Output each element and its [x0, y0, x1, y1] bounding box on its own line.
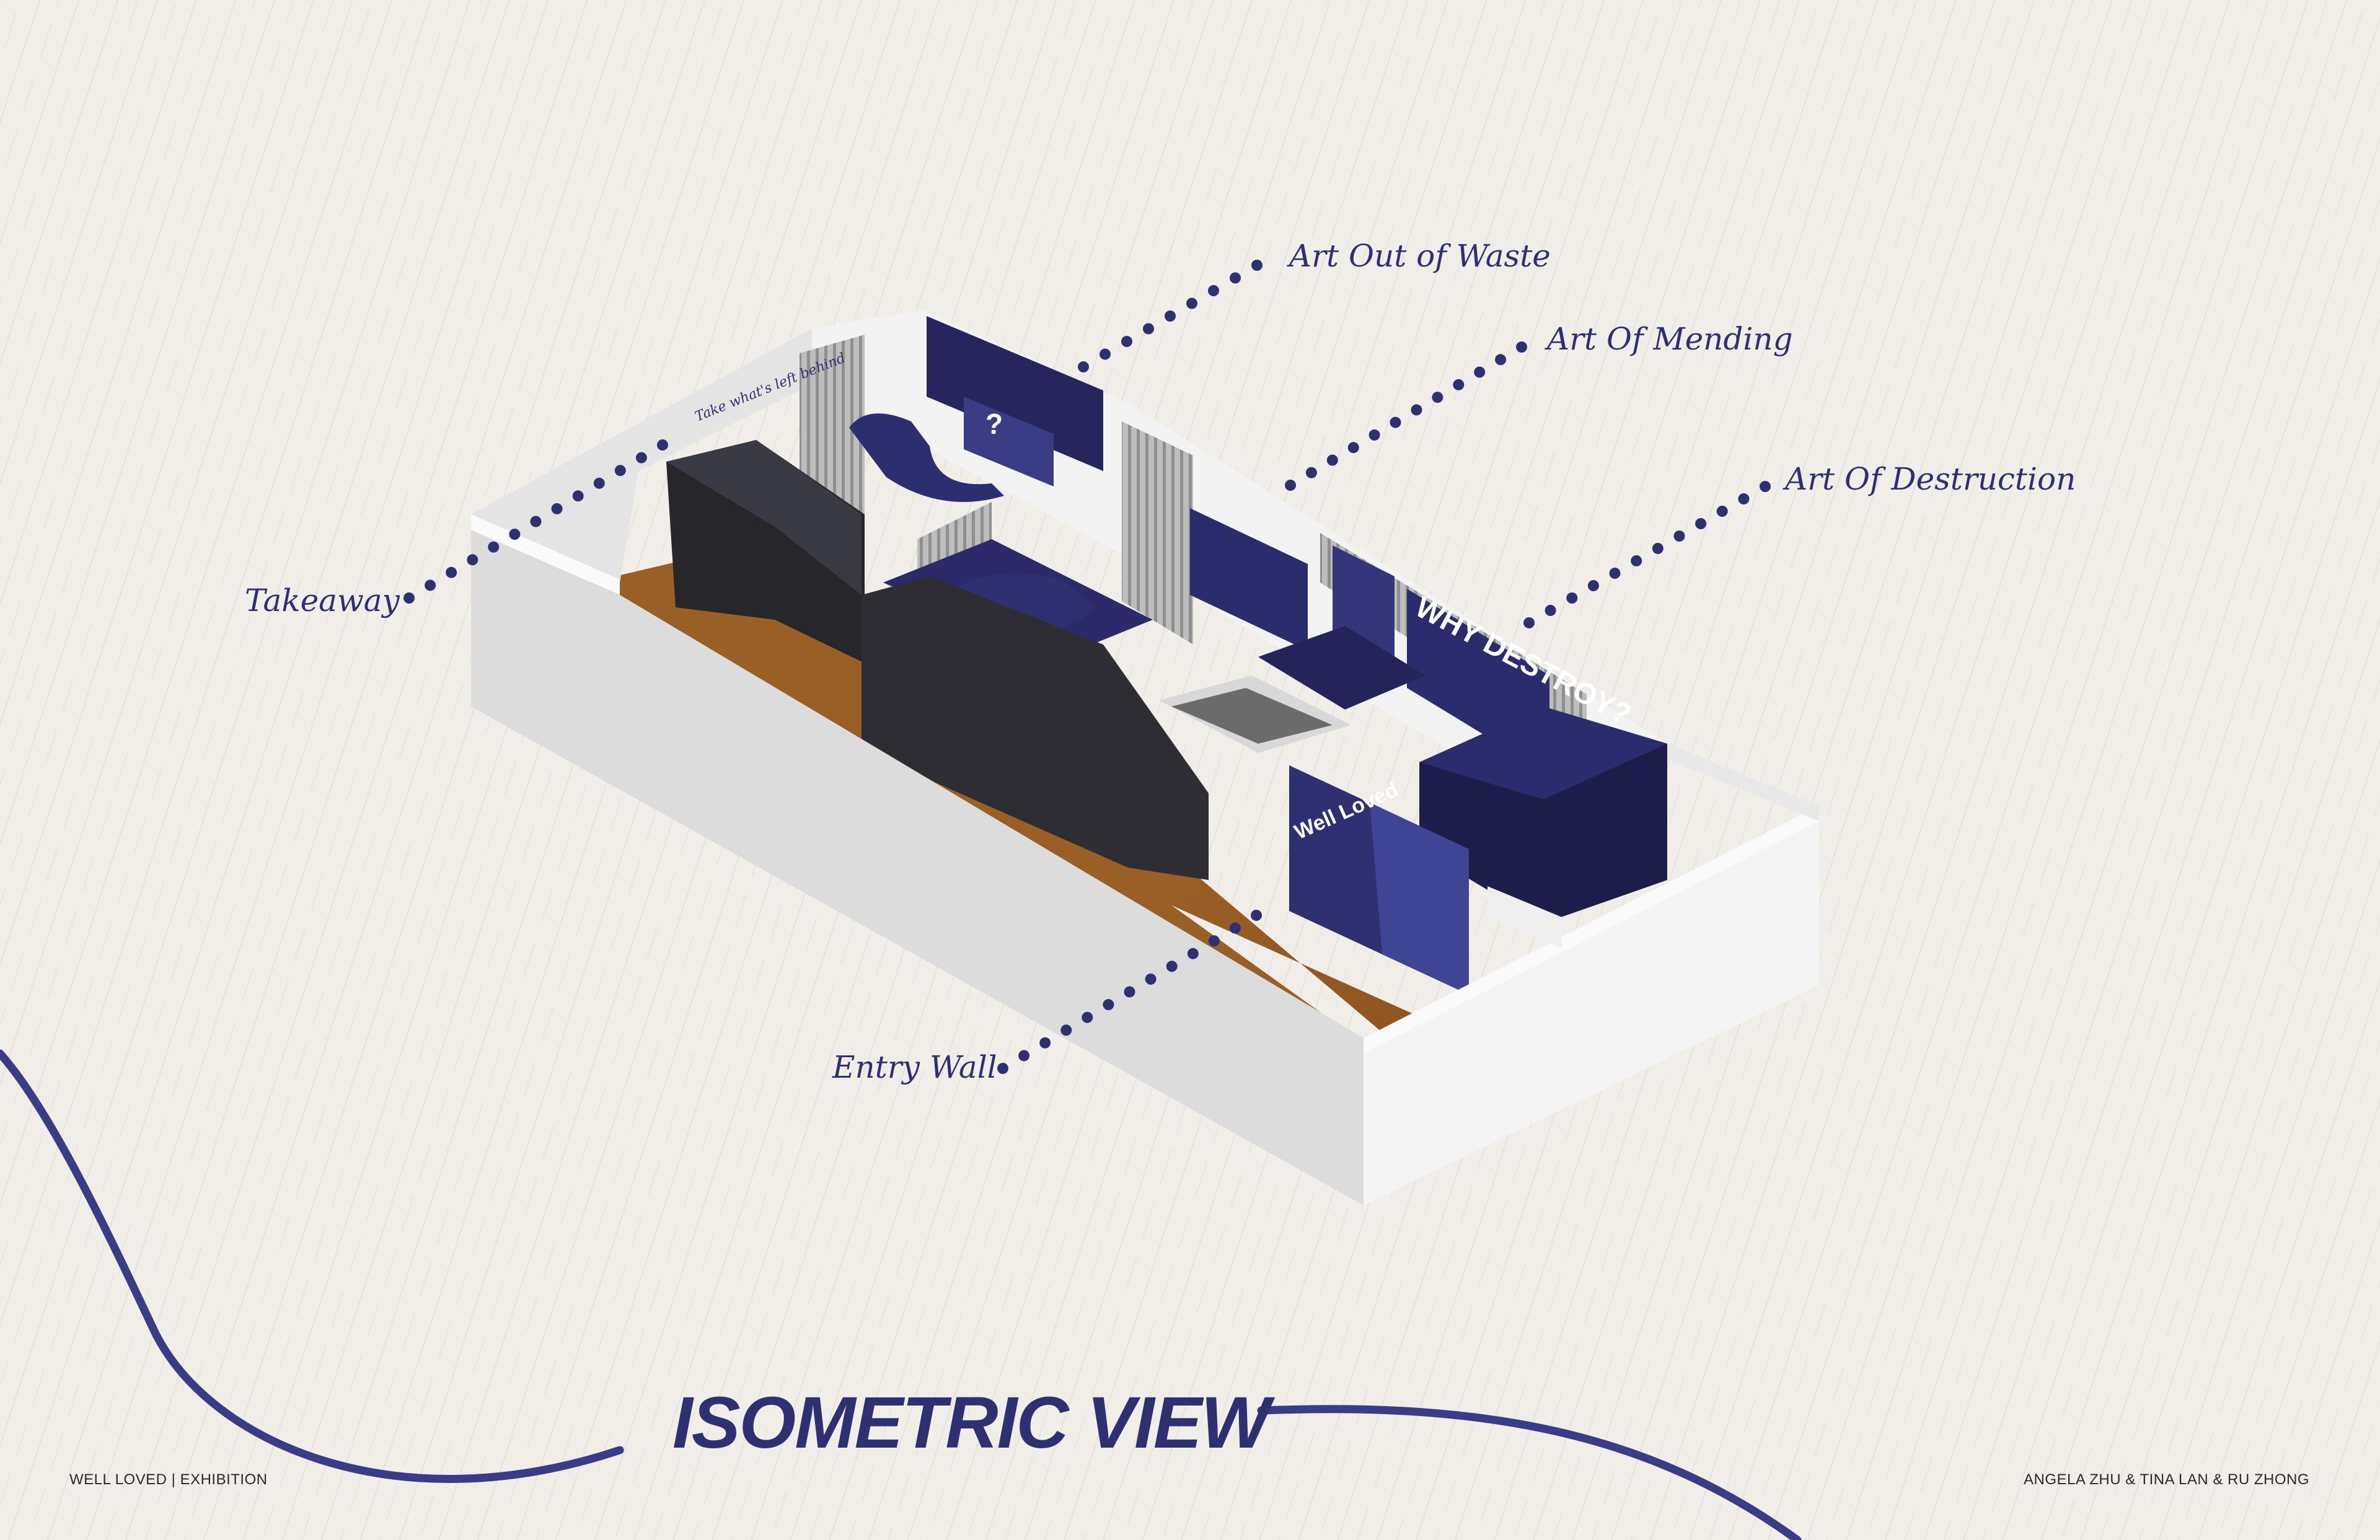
- leader-dot: [1208, 935, 1220, 947]
- leader-dot: [1411, 404, 1422, 416]
- panel-waste-screen: [964, 397, 1054, 486]
- leader-dot: [1545, 605, 1556, 616]
- leader-dot: [1166, 961, 1178, 972]
- footer-exhibition-name: WELL LOVED | EXHIBITION: [69, 1471, 268, 1488]
- leader-dot: [551, 503, 563, 514]
- black-partition-2: [862, 576, 1209, 880]
- footer-credits: ANGELA ZHU & TINA LAN & RU ZHONG: [2024, 1471, 2309, 1488]
- curtain-wall-mending: [1122, 421, 1193, 645]
- leader-dot: [614, 465, 626, 477]
- leader-dot: [1390, 416, 1401, 428]
- leader-dot: [1187, 948, 1199, 959]
- leader-dot: [1060, 1024, 1072, 1036]
- leader-dot: [1143, 323, 1154, 335]
- label-art-of-destruction: Art Of Destruction: [1785, 461, 2076, 497]
- leader-dot: [1082, 1011, 1093, 1023]
- navy-block-right-top: [1419, 706, 1667, 799]
- photo-display-inner: [1171, 688, 1333, 744]
- exhibition-room: ? WHY DESTROY? Well Loved Take what's le…: [471, 310, 1819, 1205]
- leader-art-out-of-waste: [1078, 260, 1263, 372]
- leader-dot: [1078, 361, 1089, 372]
- leader-art-of-mending: [1285, 341, 1527, 491]
- leader-dot: [425, 579, 436, 591]
- leader-dot: [1368, 429, 1380, 441]
- label-entry-wall: Entry Wall: [832, 1049, 997, 1085]
- leader-dot: [1695, 518, 1707, 529]
- leader-dot: [1587, 580, 1599, 591]
- leader-dot: [1251, 910, 1262, 921]
- leader-dot: [1523, 617, 1535, 628]
- leader-dot: [1326, 454, 1338, 466]
- leader-dot: [1673, 530, 1685, 542]
- outer-wall-front: [1364, 821, 1819, 1205]
- leader-dot: [446, 566, 457, 578]
- leader-dot: [1039, 1037, 1051, 1049]
- label-art-out-of-waste: Art Out of Waste: [1289, 238, 1551, 274]
- leader-dot: [488, 541, 500, 553]
- leader-dot: [403, 592, 415, 604]
- leader-dot: [1305, 467, 1317, 478]
- leader-art-of-destruction: [1523, 481, 1771, 628]
- leader-dot: [1716, 506, 1728, 517]
- leader-dot: [1738, 493, 1750, 504]
- leader-dot: [1347, 442, 1359, 454]
- display-plinth-destruction: [1258, 626, 1426, 710]
- leader-dot: [1165, 310, 1176, 322]
- leader-dot: [1186, 297, 1197, 309]
- leader-dot: [1566, 592, 1578, 604]
- leader-dot: [1121, 336, 1132, 347]
- leader-dot: [467, 554, 478, 566]
- outer-wall-front-top: [1364, 806, 1819, 1054]
- leader-dot: [657, 439, 668, 451]
- bench-waste: [849, 413, 1004, 502]
- leader-dot: [1285, 480, 1296, 491]
- leader-dot: [572, 490, 584, 502]
- decorative-sweep-curve-right: [1257, 1405, 1802, 1540]
- outer-wall-right-inner: [1667, 744, 1819, 821]
- leader-dot: [1760, 481, 1771, 492]
- leader-dot: [1251, 260, 1263, 271]
- leader-dot: [1018, 1050, 1030, 1062]
- leader-dot: [1100, 348, 1111, 360]
- leader-dot: [1103, 999, 1114, 1011]
- leader-dot: [509, 529, 521, 540]
- outer-wall-left-top: [471, 514, 620, 595]
- black-partition-top: [666, 440, 862, 595]
- leader-dot: [1230, 272, 1241, 284]
- leader-dot: [1652, 543, 1664, 554]
- leader-dot: [997, 1063, 1008, 1074]
- leader-entry-wall: [997, 910, 1262, 1074]
- leader-dot: [1474, 366, 1486, 378]
- page-title: ISOMETRIC VIEW: [672, 1382, 1270, 1464]
- art-out-of-waste-wall: [927, 316, 1103, 471]
- leader-dot: [1495, 354, 1507, 366]
- bench-mending: [942, 573, 1097, 632]
- leader-dot: [635, 452, 647, 464]
- leader-dot: [530, 516, 542, 527]
- outer-wall-left: [471, 530, 1364, 1205]
- leader-dot: [1516, 341, 1527, 353]
- leader-takeaway: [403, 439, 668, 604]
- decorative-sweep-curve: [0, 1049, 624, 1483]
- leader-dot: [593, 477, 605, 489]
- label-takeaway: Takeaway: [245, 583, 400, 618]
- leader-dot: [1124, 986, 1135, 998]
- question-mark-sign: ?: [985, 408, 1003, 440]
- entry-wall-panel-texture: [1370, 803, 1469, 995]
- leader-dot: [1432, 392, 1443, 403]
- label-art-of-mending: Art Of Mending: [1547, 321, 1793, 357]
- leader-dot: [1609, 568, 1621, 579]
- leader-dot: [1631, 555, 1642, 566]
- leader-lines: [403, 260, 1771, 1074]
- leader-dot: [1453, 379, 1465, 390]
- entry-wall-stub: [1488, 886, 1562, 948]
- panel-mending-1: [1190, 508, 1308, 651]
- leader-dot: [1145, 973, 1157, 985]
- leader-dot: [1229, 922, 1241, 934]
- leader-dot: [1208, 285, 1219, 296]
